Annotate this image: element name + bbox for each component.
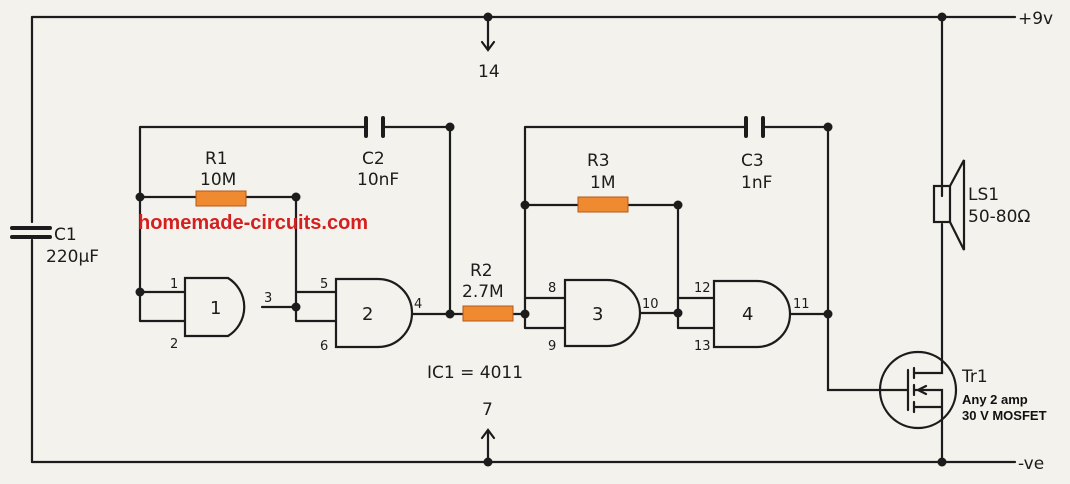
junction-dot (823, 309, 833, 319)
junction-dot (673, 200, 683, 210)
junction-dot (673, 308, 683, 318)
c3-value: 1nF (741, 173, 772, 193)
gate4-body (712, 279, 792, 349)
gate4-number: 4 (742, 304, 753, 325)
tr1-note-line1: Any 2 amp (962, 392, 1028, 407)
gate1-body (183, 276, 246, 338)
gate3-number: 3 (592, 304, 603, 325)
junction-dot (823, 122, 833, 132)
r3-name: R3 (587, 151, 610, 171)
gate3-input-wires (523, 296, 567, 330)
junction-dot (937, 457, 947, 467)
c2-name: C2 (362, 149, 385, 169)
gate2-body (334, 277, 414, 349)
c1-name: C1 (54, 225, 77, 245)
gate3-pin-b: 9 (548, 339, 556, 354)
c2-wire (138, 125, 452, 316)
vss-pin-label: 7 (482, 400, 493, 420)
mosfet-symbol (878, 353, 944, 422)
r3-value: 1M (590, 173, 615, 193)
watermark-text: homemade-circuits.com (138, 212, 368, 234)
gate3-body (563, 278, 642, 348)
c3-wire (523, 125, 830, 316)
ls1-value: 50-80Ω (968, 207, 1030, 227)
positive-rail-label: +9v (1018, 9, 1053, 29)
junction-dot (937, 12, 947, 22)
ls1-name: LS1 (968, 185, 999, 205)
vss-arrow (480, 428, 496, 464)
vdd-arrow (480, 15, 496, 52)
tr1-name: Tr1 (961, 367, 988, 387)
c1-plates (10, 226, 52, 239)
junction-dot (520, 200, 530, 210)
vdd-pin-label: 14 (478, 62, 500, 82)
gate1-input-wires (138, 290, 187, 323)
junction-dot (291, 192, 301, 202)
junction-dot (135, 192, 145, 202)
c3-name: C3 (741, 151, 764, 171)
r2-resistor (462, 305, 514, 322)
gate2-pin-out: 4 (414, 297, 422, 312)
gate2-pin-b: 6 (320, 339, 328, 354)
r1-name: R1 (205, 149, 228, 169)
gate4-pin-b: 13 (694, 339, 711, 354)
gate2-pin-a: 5 (320, 277, 328, 292)
junction-dot (445, 309, 455, 319)
c2-plates (364, 116, 385, 138)
junction-dot (445, 122, 455, 132)
c3-plates (744, 116, 765, 138)
gate3-pin-out: 10 (642, 297, 659, 312)
speaker-body (932, 184, 952, 224)
gate1-pin-a: 1 (170, 277, 178, 292)
c1-value: 220µF (46, 247, 99, 267)
r2-value: 2.7M (462, 282, 504, 302)
gate1-number: 1 (210, 298, 221, 319)
gate4-pin-a: 12 (694, 281, 711, 296)
ic-label: IC1 = 4011 (427, 363, 523, 383)
gate4-input-wires (676, 296, 716, 330)
r2-name: R2 (470, 261, 493, 281)
negative-rail-label: -ve (1018, 454, 1044, 474)
gate2-number: 2 (362, 304, 373, 325)
c2-value: 10nF (357, 170, 399, 190)
tr1-note-line2: 30 V MOSFET (962, 408, 1047, 423)
r3-resistor (577, 196, 629, 213)
gate3-pin-a: 8 (548, 281, 556, 296)
junction-dot (291, 302, 301, 312)
junction-dot (483, 12, 493, 22)
gate1-pin-b: 2 (170, 337, 178, 352)
r1-value: 10M (200, 170, 236, 190)
speaker-cone (948, 159, 966, 251)
gate4-pin-out: 11 (793, 297, 810, 312)
junction-dot (135, 287, 145, 297)
gate1-pin-out: 3 (264, 291, 272, 306)
r1-resistor (195, 190, 247, 207)
junction-dot (483, 457, 493, 467)
gate4-output-wire (789, 312, 882, 392)
junction-dot (520, 309, 530, 319)
gate2-input-wires (294, 290, 338, 323)
